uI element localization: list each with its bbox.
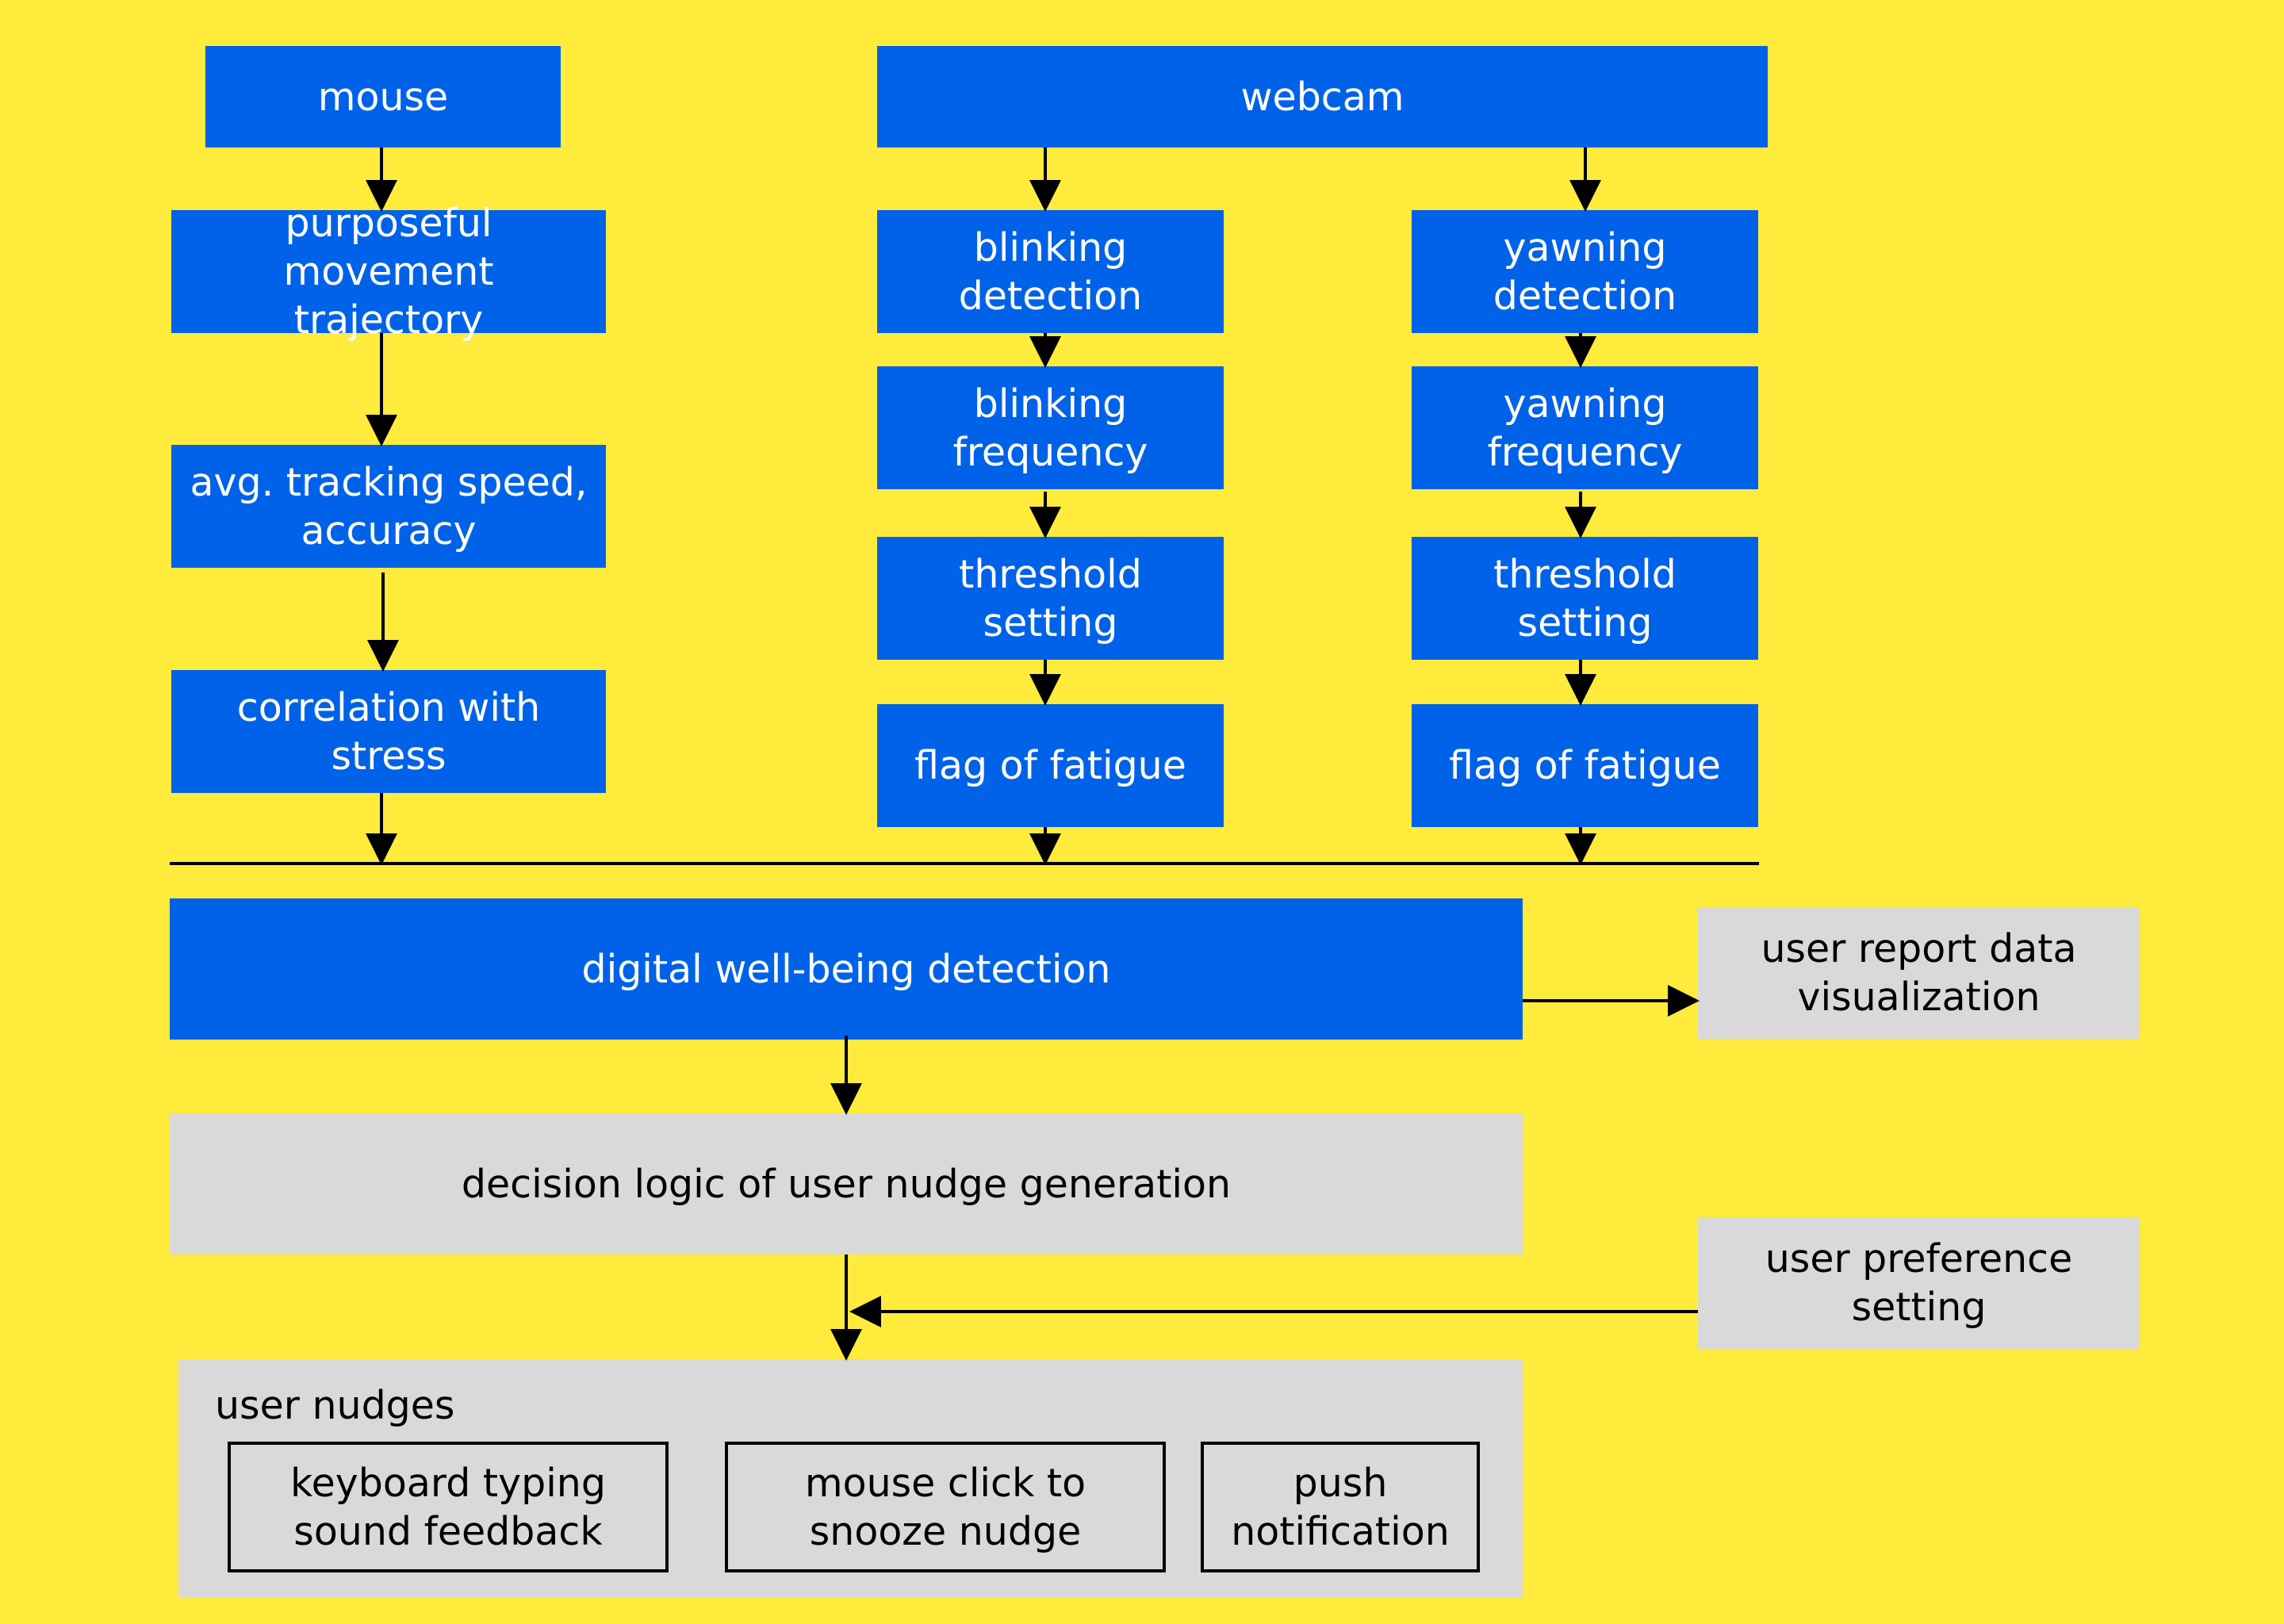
node-avg-tracking: avg. tracking speed, accuracy: [171, 445, 606, 568]
node-correlation-stress: correlation with stress: [171, 670, 606, 793]
node-yawning-frequency: yawning frequency: [1412, 366, 1758, 489]
node-blinking-frequency: blinking frequency: [877, 366, 1224, 489]
node-yawning-threshold: threshold setting: [1412, 537, 1758, 660]
node-blinking-detection: blinking detection: [877, 210, 1224, 333]
node-mouse: mouse: [205, 46, 561, 147]
node-blinking-flag: flag of fatigue: [877, 704, 1224, 827]
node-webcam: webcam: [877, 46, 1768, 147]
node-decision-logic: decision logic of user nudge generation: [170, 1113, 1523, 1254]
nudge-push-notification: push notification: [1201, 1442, 1480, 1572]
node-wellbeing-detection: digital well-being detection: [170, 898, 1523, 1040]
node-yawning-flag: flag of fatigue: [1412, 704, 1758, 827]
node-blinking-threshold: threshold setting: [877, 537, 1224, 660]
node-user-preference: user preference setting: [1698, 1217, 2140, 1349]
node-yawning-detection: yawning detection: [1412, 210, 1758, 333]
user-nudges-label: user nudges: [215, 1383, 455, 1428]
nudge-mouse-click-snooze: mouse click to snooze nudge: [725, 1442, 1166, 1572]
node-user-report: user report data visualization: [1698, 907, 2140, 1039]
nudge-keyboard-typing: keyboard typing sound feedback: [228, 1442, 669, 1572]
